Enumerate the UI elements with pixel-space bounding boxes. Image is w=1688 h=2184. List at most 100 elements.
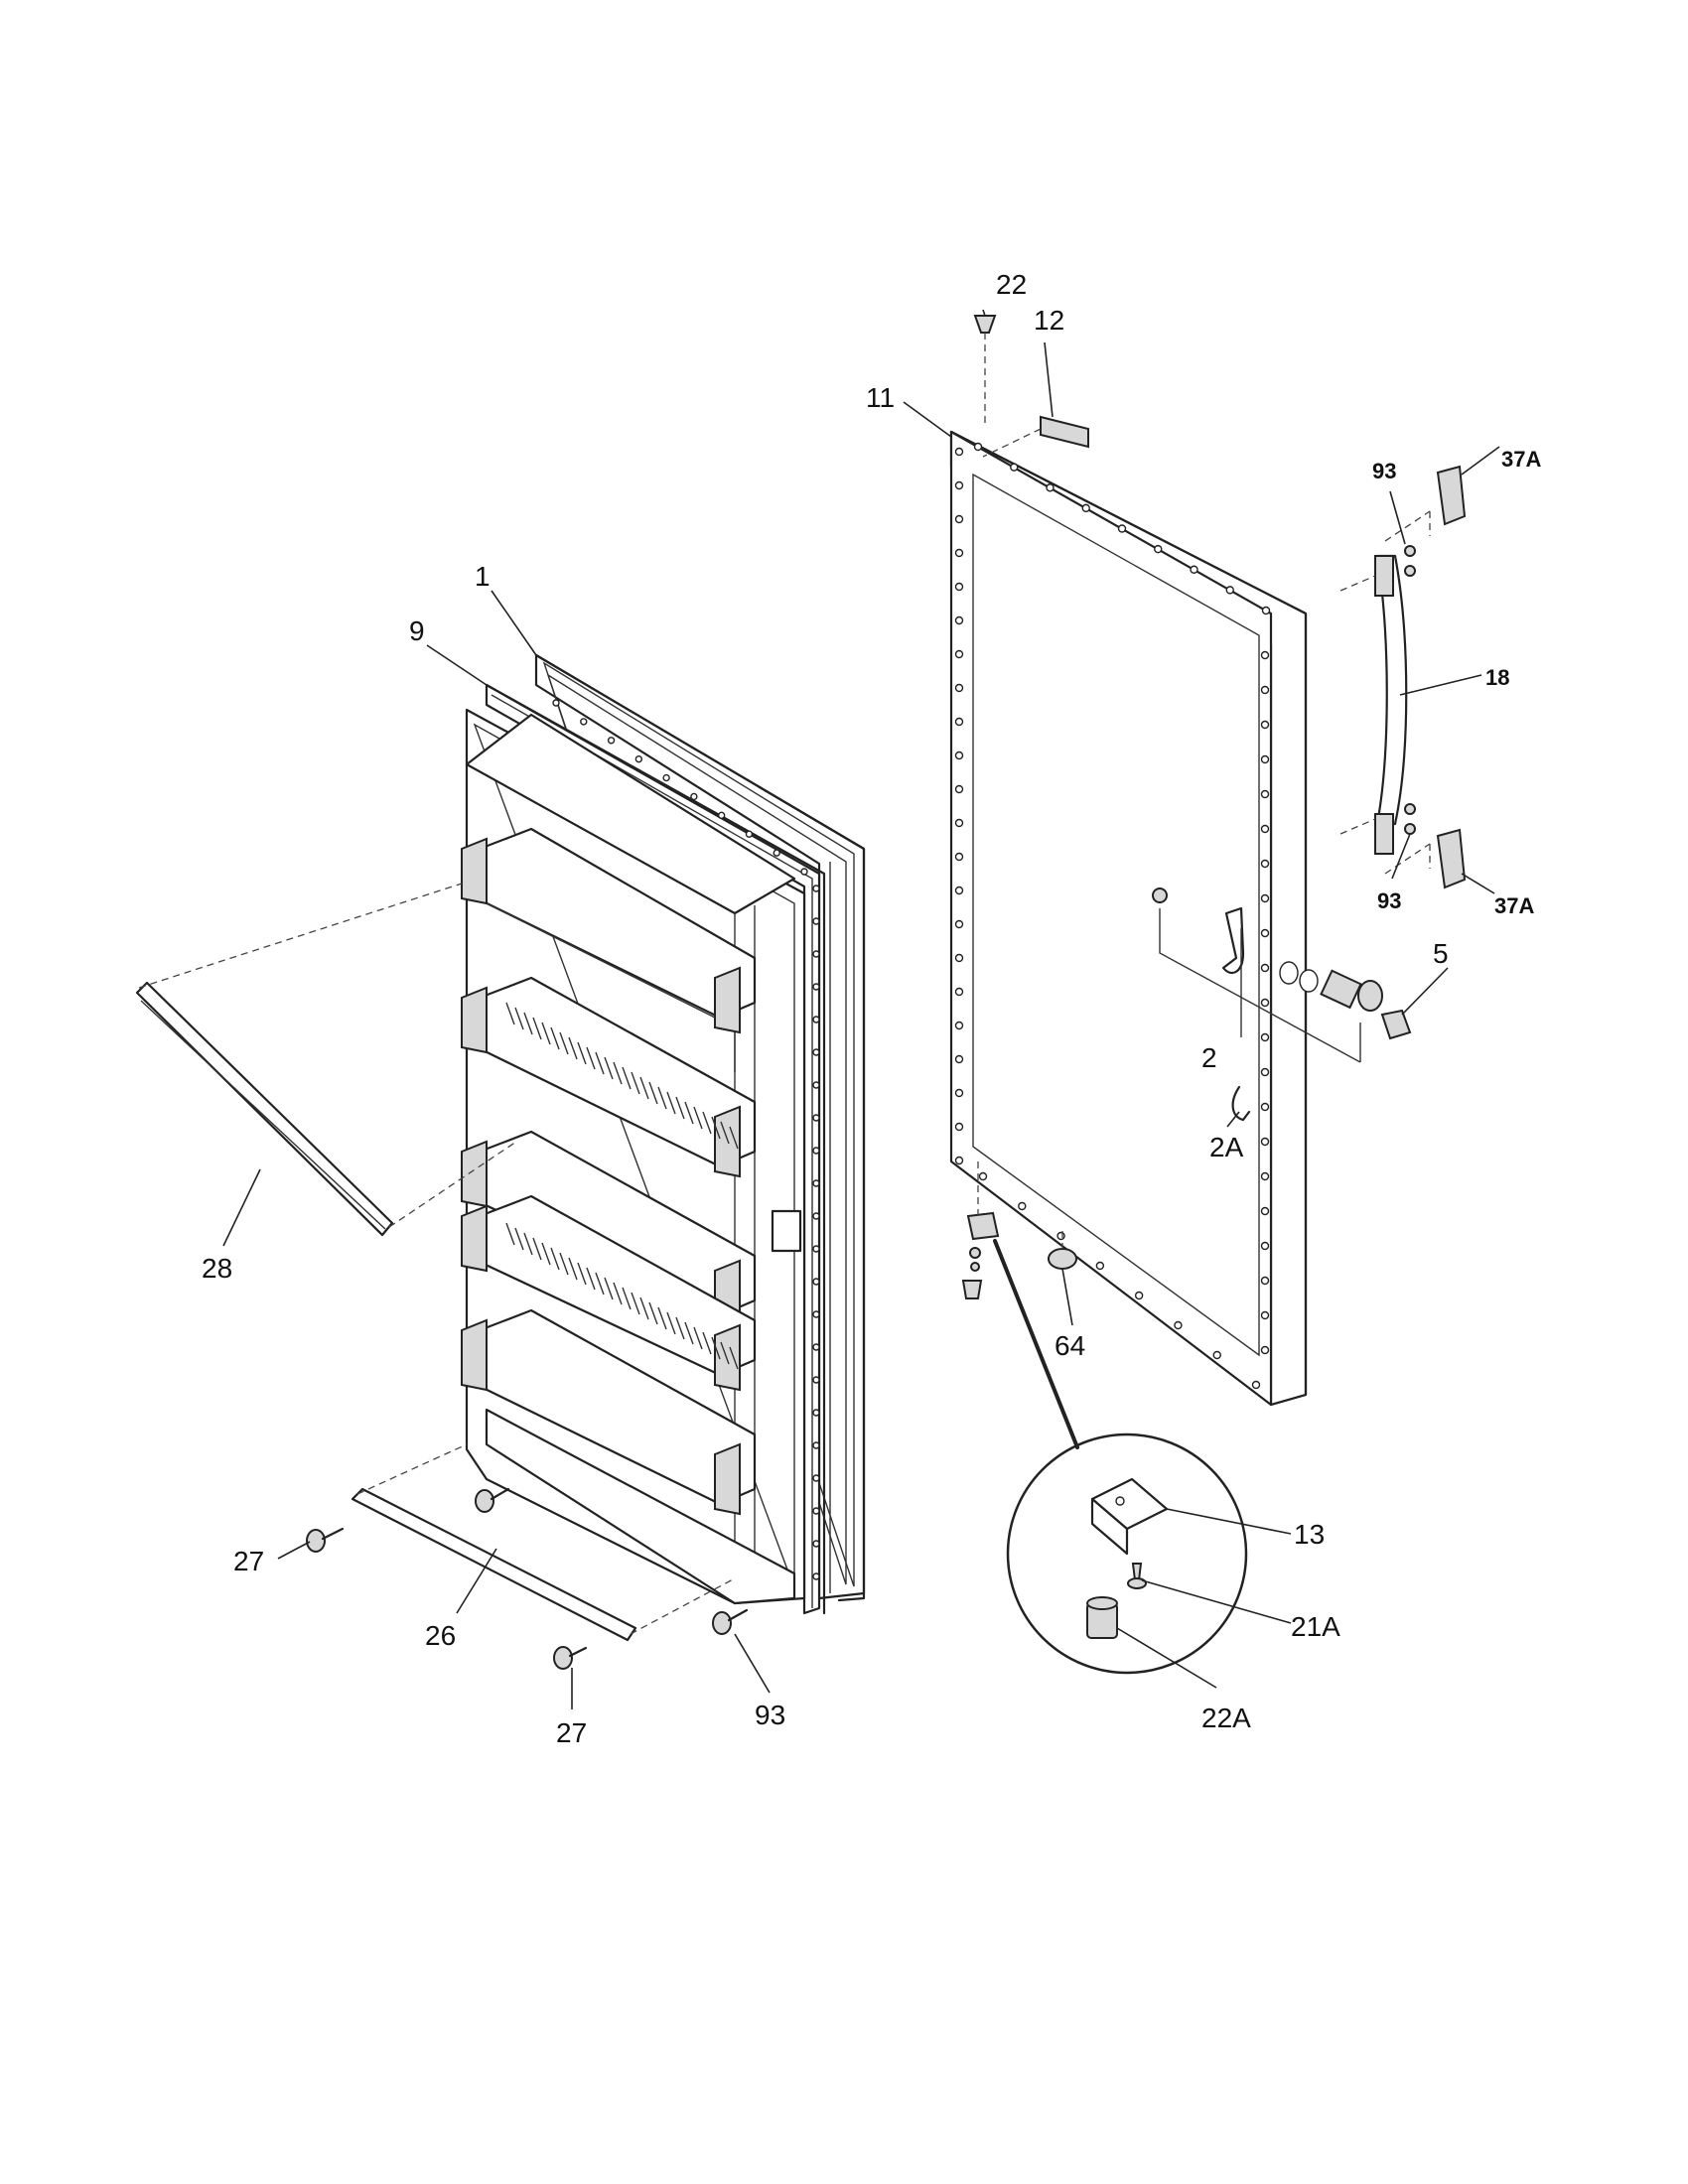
callout-93-lower: 93 [1377, 888, 1401, 913]
flange-hole [552, 699, 560, 707]
panel-hole [1260, 824, 1270, 834]
grille-bar [693, 1106, 703, 1130]
grille-bar [550, 1026, 560, 1050]
bottom-hinge-bracket-13 [961, 1161, 1000, 1299]
flange-hole [812, 1343, 820, 1351]
callout-93-left: 93 [755, 1700, 785, 1730]
grille-bar [541, 1022, 551, 1045]
flange-hole [812, 1179, 820, 1187]
callout-27-upper: 27 [233, 1546, 264, 1576]
panel-hole [954, 683, 964, 693]
panel-hole [1251, 1380, 1261, 1390]
label-plate-12 [982, 415, 1089, 458]
flange-hole [745, 830, 754, 838]
panel-hole [1260, 928, 1270, 938]
panel-hole [954, 886, 964, 895]
handle-screw-93-upper [1404, 545, 1416, 577]
panel-hole [1260, 859, 1270, 869]
flange-hole [812, 1409, 820, 1417]
panel-hole [954, 582, 964, 592]
grille-bar [631, 1292, 640, 1315]
callout-21A: 21A [1291, 1611, 1340, 1642]
flange-hole [690, 792, 698, 801]
grille-bar [568, 1257, 578, 1281]
callout-28: 28 [202, 1253, 232, 1284]
flange-hole [812, 1376, 820, 1384]
lock-bracket-2 [1152, 887, 1361, 1063]
panel-hole [1260, 1102, 1270, 1112]
screw-27-upper [306, 1527, 345, 1553]
callout-labels: 1 9 28 27 26 27 93 22 12 11 93 37A 18 93… [202, 269, 1541, 1748]
screw-93-lower [712, 1608, 749, 1635]
panel-hole [954, 1156, 964, 1165]
callout-18: 18 [1485, 665, 1509, 690]
panel-hole [954, 615, 964, 625]
panel-hole [1260, 1067, 1270, 1077]
grille-bar [595, 1272, 605, 1296]
grille-bar [648, 1081, 658, 1105]
flange-hole [812, 917, 820, 925]
grille-bar [702, 1331, 712, 1355]
flange-hole [812, 1474, 820, 1482]
door-shelf-bin-1 [461, 827, 757, 1072]
screw-93-center [475, 1487, 510, 1513]
grille-bar [702, 1111, 712, 1135]
grille-bar [622, 1066, 632, 1090]
panel-hole [1261, 606, 1271, 615]
detail-view [993, 1239, 1248, 1675]
grille-bar [559, 1031, 569, 1055]
flange-hole [800, 868, 808, 876]
flange-hole [812, 1114, 820, 1122]
handle-screw-93-lower [1404, 803, 1416, 835]
panel-hole [1095, 1261, 1105, 1271]
panel-hole [954, 480, 964, 490]
door-shelf-bin-4 [461, 1194, 757, 1392]
flange-hole [773, 849, 780, 857]
flange-hole [607, 737, 616, 745]
callout-5: 5 [1433, 938, 1449, 969]
callout-37A-lower: 37A [1494, 893, 1534, 918]
panel-hole [954, 1088, 964, 1098]
grille-bar [666, 1311, 676, 1335]
panel-hole [1260, 754, 1270, 764]
door-shelf-bin-2 [461, 976, 757, 1178]
panel-hole [1260, 720, 1270, 730]
panel-hole [954, 1021, 964, 1030]
panel-hole [1010, 463, 1019, 472]
callout-37A-upper: 37A [1501, 447, 1541, 472]
flange-hole [812, 1278, 820, 1286]
grille-bar [720, 1341, 730, 1365]
callout-93-upper: 93 [1372, 459, 1396, 483]
grille-bar [604, 1277, 614, 1300]
end-cap-37A-upper [1436, 465, 1467, 526]
panel-hole [954, 987, 964, 997]
flange-hole [812, 950, 820, 958]
flange-hole [717, 811, 726, 820]
panel-hole [1260, 963, 1270, 973]
panel-hole [954, 784, 964, 794]
panel-hole [1117, 524, 1127, 533]
grille-bar [639, 1297, 649, 1320]
panel-hole [954, 818, 964, 828]
grille-bar [505, 1222, 515, 1246]
plug-64 [1048, 1231, 1077, 1270]
callout-1: 1 [475, 561, 491, 592]
panel-hole [1260, 1171, 1270, 1181]
lock-cylinder-5 [1279, 961, 1412, 1062]
panel-hole [1081, 503, 1090, 513]
screw-27-lower [553, 1646, 588, 1670]
outer-door-panel-11 [949, 430, 1308, 1407]
callout-2A: 2A [1209, 1132, 1244, 1162]
panel-hole [1260, 998, 1270, 1008]
grille-bar [613, 1282, 623, 1305]
grille-bar [541, 1242, 551, 1266]
panel-hole [1260, 1206, 1270, 1216]
panel-hole [954, 919, 964, 929]
panel-hole [1212, 1350, 1221, 1360]
grille-bar [648, 1301, 658, 1325]
panel-hole [1046, 483, 1055, 492]
grille-bar [604, 1056, 614, 1080]
grille-bar [595, 1051, 605, 1075]
callout-27-lower: 27 [556, 1717, 587, 1748]
callout-9: 9 [409, 615, 425, 646]
